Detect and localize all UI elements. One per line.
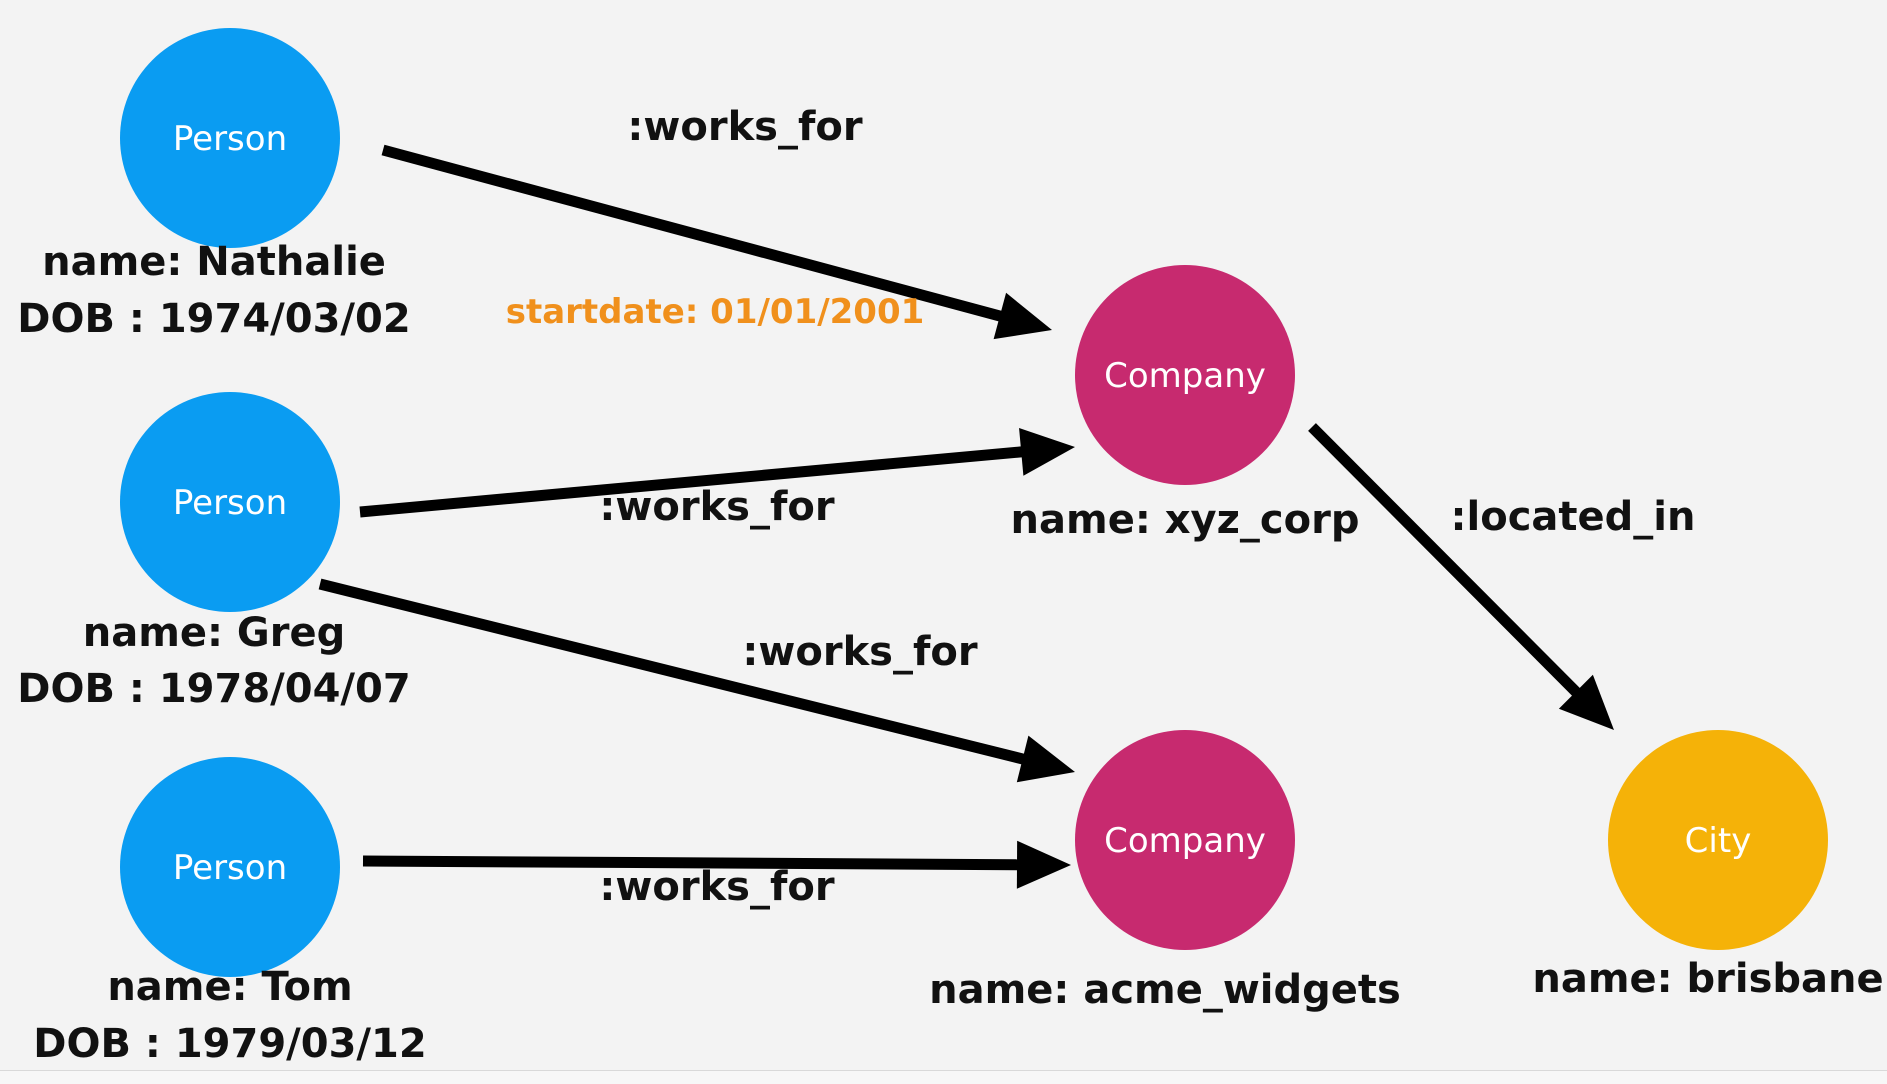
person-node-circle[interactable] — [120, 757, 340, 977]
company-node-circle[interactable] — [1075, 265, 1295, 485]
node-property: name: Greg — [83, 610, 346, 656]
edge-tom-acme: :works_for — [362, 840, 1071, 910]
node-label: City — [1685, 821, 1752, 861]
edge-nathalie-xyz: :works_for startdate: 01/01/2001 — [381, 104, 1052, 340]
node-brisbane[interactable]: City name: brisbane — [1532, 730, 1884, 1002]
person-node-circle[interactable] — [120, 392, 340, 612]
edge-label: :works_for — [599, 484, 834, 530]
edge-line — [1308, 423, 1583, 699]
arrow-head — [1016, 735, 1075, 783]
node-label: Person — [173, 119, 287, 159]
node-property: name: Nathalie — [42, 239, 386, 285]
node-label: Company — [1104, 356, 1266, 396]
node-property: name: Tom — [107, 964, 352, 1010]
node-label: Company — [1104, 821, 1266, 861]
edge-line — [359, 446, 1026, 518]
node-property: DOB : 1974/03/02 — [17, 296, 410, 342]
edge-label: :works_for — [627, 104, 862, 150]
arrow-head — [993, 292, 1052, 340]
edge-label: :works_for — [599, 864, 834, 910]
city-node-circle[interactable] — [1608, 730, 1828, 950]
company-node-circle[interactable] — [1075, 730, 1295, 950]
node-property: DOB : 1979/03/12 — [33, 1021, 426, 1067]
arrow-head — [1016, 840, 1071, 889]
edge-property: startdate: 01/01/2001 — [506, 292, 925, 332]
edge-greg-xyz: :works_for — [359, 427, 1075, 530]
arrow-head — [1019, 427, 1075, 476]
node-property: name: acme_widgets — [929, 967, 1401, 1013]
bottom-edge — [0, 1070, 1887, 1084]
arrow-head — [1558, 674, 1614, 730]
node-property: name: xyz_corp — [1011, 497, 1360, 543]
edge-label: :works_for — [742, 629, 977, 675]
node-property: name: brisbane — [1532, 956, 1883, 1002]
person-node-circle[interactable] — [120, 28, 340, 248]
node-xyz[interactable]: Company name: xyz_corp — [1011, 265, 1360, 543]
node-label: Person — [173, 483, 287, 523]
edge-label: :located_in — [1451, 494, 1696, 540]
node-property: DOB : 1978/04/07 — [17, 666, 410, 712]
node-label: Person — [173, 848, 287, 888]
edge-xyz-brisbane: :located_in — [1308, 423, 1696, 730]
edge-line — [318, 578, 1028, 766]
edge-line — [381, 144, 1006, 323]
edge-greg-acme: :works_for — [318, 578, 1075, 783]
edge-line — [362, 855, 1022, 871]
node-acme[interactable]: Company name: acme_widgets — [929, 730, 1401, 1013]
